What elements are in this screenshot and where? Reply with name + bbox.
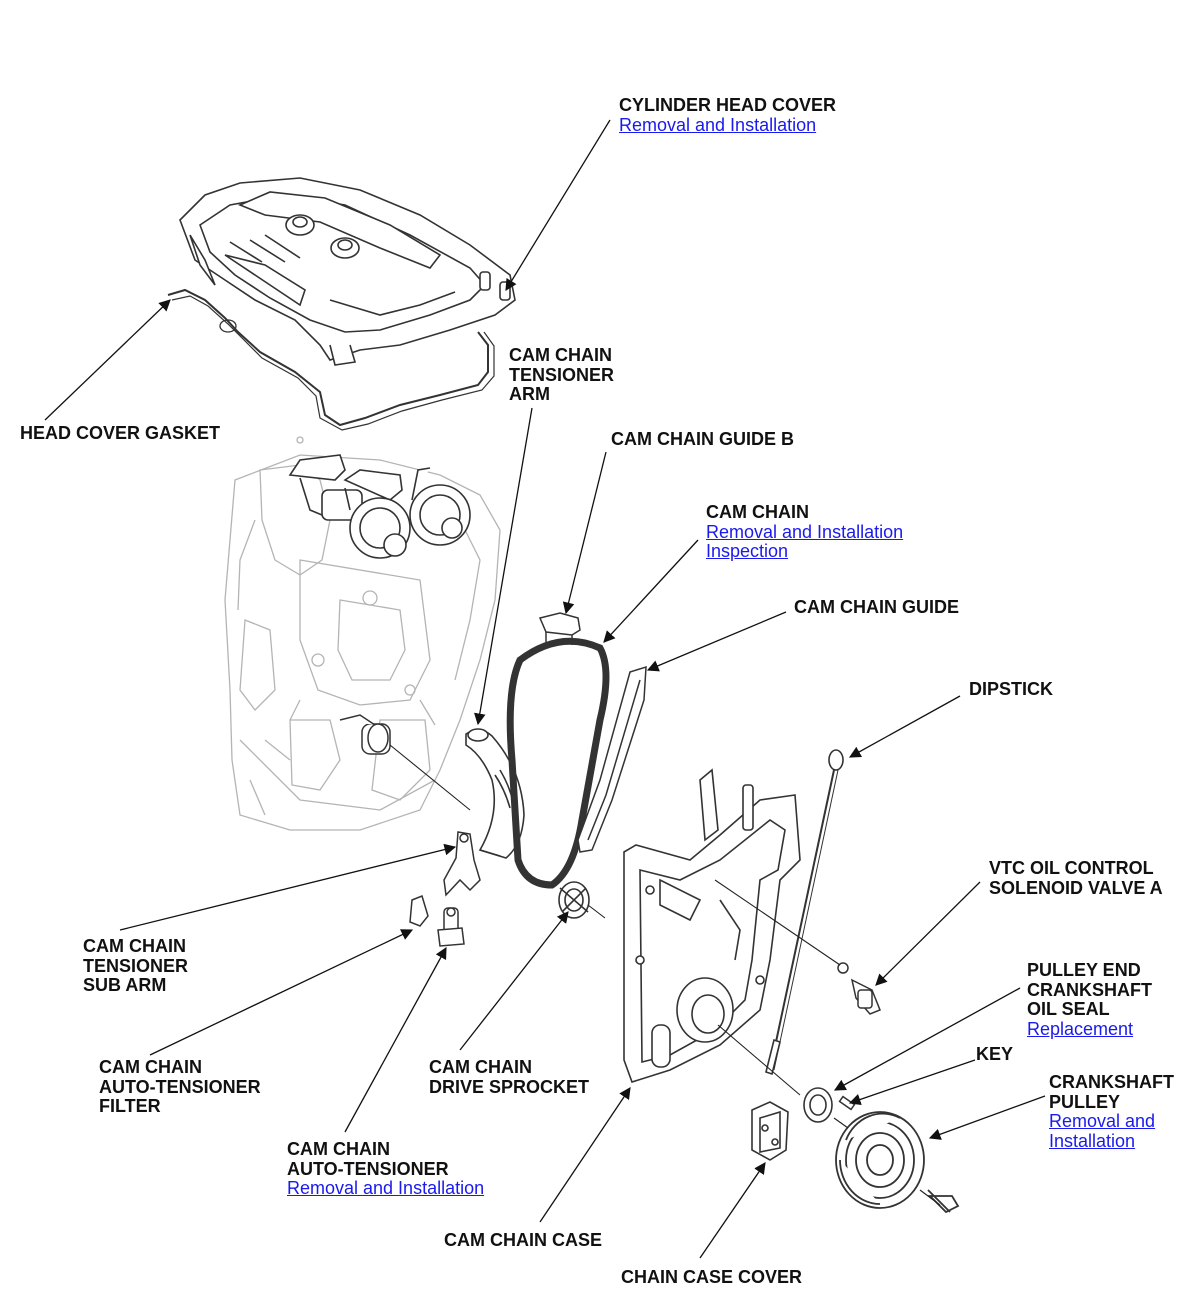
- label-line: PULLEY: [1049, 1091, 1121, 1112]
- label-vtc-oil-control-solenoid-valve-a: VTC OIL CONTROL SOLENOID VALVE A: [989, 858, 1163, 898]
- link-cylinder-head-cover-removal[interactable]: Removal and Installation: [619, 114, 817, 135]
- label-line: AUTO-TENSIONER: [99, 1076, 261, 1097]
- label-line: CAM CHAIN: [99, 1057, 202, 1077]
- camshaft-sprockets: [288, 454, 471, 559]
- crankshaft-pulley: [835, 1111, 960, 1214]
- crankshaft-nose: [339, 714, 391, 755]
- assembly-lines: [389, 744, 941, 1206]
- cam-chain-guide: [577, 665, 647, 853]
- chain-case-cover: [751, 1101, 789, 1161]
- label-line: OIL SEAL: [1027, 999, 1110, 1019]
- label-title: CAM CHAIN CASE: [444, 1230, 603, 1250]
- label-line: CAM CHAIN: [509, 345, 612, 365]
- label-line: VTC OIL CONTROL: [989, 858, 1154, 878]
- link-oil-seal-replacement[interactable]: Replacement: [1027, 1018, 1134, 1039]
- cam-chain: [506, 637, 610, 889]
- pulley-end-crankshaft-oil-seal: [803, 1087, 833, 1123]
- vtc-oil-control-solenoid-valve-a: [837, 962, 881, 1015]
- cam-chain-auto-tensioner-filter: [409, 894, 429, 927]
- label-head-cover-gasket: HEAD COVER GASKET: [20, 423, 221, 444]
- label-line: CAM CHAIN: [287, 1139, 390, 1159]
- cam-chain-drive-sprocket: [558, 881, 590, 919]
- link-cam-chain-removal[interactable]: Removal and Installation: [706, 521, 904, 542]
- label-line: FILTER: [99, 1096, 161, 1116]
- label-title: CYLINDER HEAD COVER: [619, 95, 837, 115]
- label-dipstick: DIPSTICK: [969, 679, 1054, 700]
- label-line: CAM CHAIN: [83, 936, 186, 956]
- link-crankshaft-pulley-removal[interactable]: Removal and: [1049, 1111, 1156, 1131]
- cam-chain-case: [623, 768, 801, 1083]
- label-crankshaft-pulley: CRANKSHAFT PULLEY Removal and Installati…: [1049, 1072, 1174, 1151]
- label-line: TENSIONER: [83, 955, 189, 976]
- label-title: CAM CHAIN GUIDE: [794, 597, 959, 617]
- link-cam-chain-inspection[interactable]: Inspection: [706, 541, 789, 561]
- label-cam-chain-tensioner-sub-arm: CAM CHAIN TENSIONER SUB ARM: [83, 936, 189, 996]
- label-cam-chain: CAM CHAIN Removal and Installation Inspe…: [706, 502, 904, 562]
- cam-chain-auto-tensioner: [437, 907, 465, 947]
- leader-lines: [44, 119, 1046, 1259]
- label-line: SUB ARM: [83, 975, 167, 995]
- label-title: HEAD COVER GASKET: [20, 423, 221, 443]
- label-cam-chain-auto-tensioner: CAM CHAIN AUTO-TENSIONER Removal and Ins…: [287, 1139, 485, 1199]
- label-line: ARM: [509, 384, 550, 404]
- key: [838, 1095, 856, 1111]
- link-auto-tensioner-removal[interactable]: Removal and Installation: [287, 1178, 485, 1198]
- label-title: CAM CHAIN GUIDE B: [611, 429, 794, 449]
- label-pulley-end-crankshaft-oil-seal: PULLEY END CRANKSHAFT OIL SEAL Replaceme…: [1027, 960, 1152, 1039]
- cam-chain-tensioner-sub-arm: [443, 831, 481, 897]
- link-crankshaft-pulley-installation[interactable]: Installation: [1049, 1130, 1136, 1151]
- label-title: KEY: [976, 1044, 1014, 1064]
- label-line: SOLENOID VALVE A: [989, 877, 1163, 898]
- label-title: CHAIN CASE COVER: [621, 1267, 803, 1287]
- label-title: CAM CHAIN: [706, 502, 809, 522]
- label-line: DRIVE SPROCKET: [429, 1076, 590, 1097]
- label-cam-chain-guide: CAM CHAIN GUIDE: [794, 597, 959, 618]
- label-cam-chain-guide-b: CAM CHAIN GUIDE B: [611, 429, 794, 450]
- label-line: TENSIONER: [509, 364, 615, 385]
- label-cam-chain-case: CAM CHAIN CASE: [444, 1230, 603, 1251]
- cylinder-head-cover: [179, 177, 516, 366]
- label-line: PULLEY END: [1027, 960, 1141, 980]
- label-chain-case-cover: CHAIN CASE COVER: [621, 1267, 803, 1288]
- label-key: KEY: [976, 1044, 1014, 1065]
- label-cylinder-head-cover: CYLINDER HEAD COVER Removal and Installa…: [619, 95, 837, 135]
- label-cam-chain-drive-sprocket: CAM CHAIN DRIVE SPROCKET: [429, 1057, 590, 1097]
- label-line: CRANKSHAFT: [1049, 1072, 1174, 1092]
- head-cover-gasket: [167, 288, 489, 427]
- dipstick: [765, 749, 844, 1076]
- label-cam-chain-auto-tensioner-filter: CAM CHAIN AUTO-TENSIONER FILTER: [99, 1057, 261, 1117]
- label-line: CAM CHAIN: [429, 1057, 532, 1077]
- label-title: DIPSTICK: [969, 679, 1054, 699]
- label-line: AUTO-TENSIONER: [287, 1158, 449, 1179]
- label-line: CRANKSHAFT: [1027, 979, 1152, 1000]
- label-cam-chain-tensioner-arm: CAM CHAIN TENSIONER ARM: [509, 345, 615, 405]
